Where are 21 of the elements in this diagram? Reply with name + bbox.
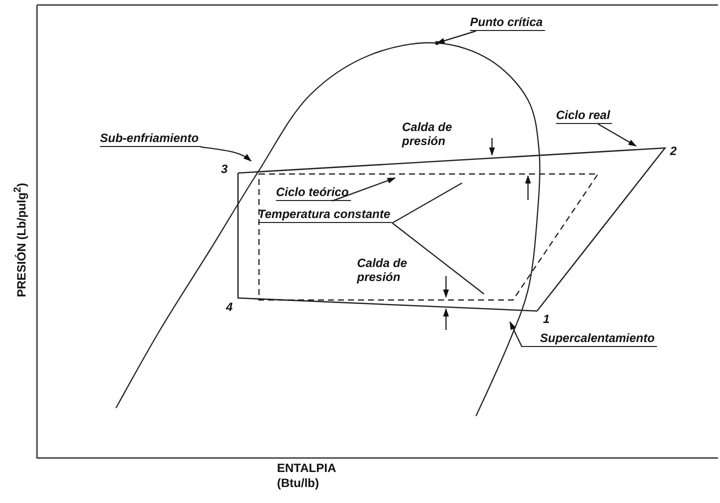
callout-text: Temperatura constante — [258, 207, 392, 223]
leader-line — [392, 182, 462, 224]
annotation-text: Calda de presión — [402, 120, 454, 148]
state-point-number: 2 — [670, 144, 677, 158]
annotation-text: Calda de presión — [357, 256, 408, 284]
state-point-number: 4 — [226, 300, 233, 314]
state-point-number: 1 — [543, 312, 550, 326]
leader-line — [509, 321, 523, 348]
callout-text: Ciclo real — [556, 108, 612, 124]
callout-text: Ciclo teórico — [276, 185, 351, 201]
callout-text: Punto crítica — [470, 15, 545, 31]
state-point-number: 3 — [221, 162, 228, 176]
leader-line — [436, 30, 476, 44]
axis-title: ENTALPIA — [277, 461, 336, 475]
leader-line — [200, 146, 252, 162]
callout-text: Sub-enfriamiento — [100, 131, 201, 147]
leader-line — [598, 123, 637, 147]
leader-line — [332, 177, 396, 202]
axis-title: (Btu/lb) — [277, 476, 319, 490]
leader-line — [392, 222, 484, 294]
callout-text: Supercalentamiento — [522, 331, 657, 347]
